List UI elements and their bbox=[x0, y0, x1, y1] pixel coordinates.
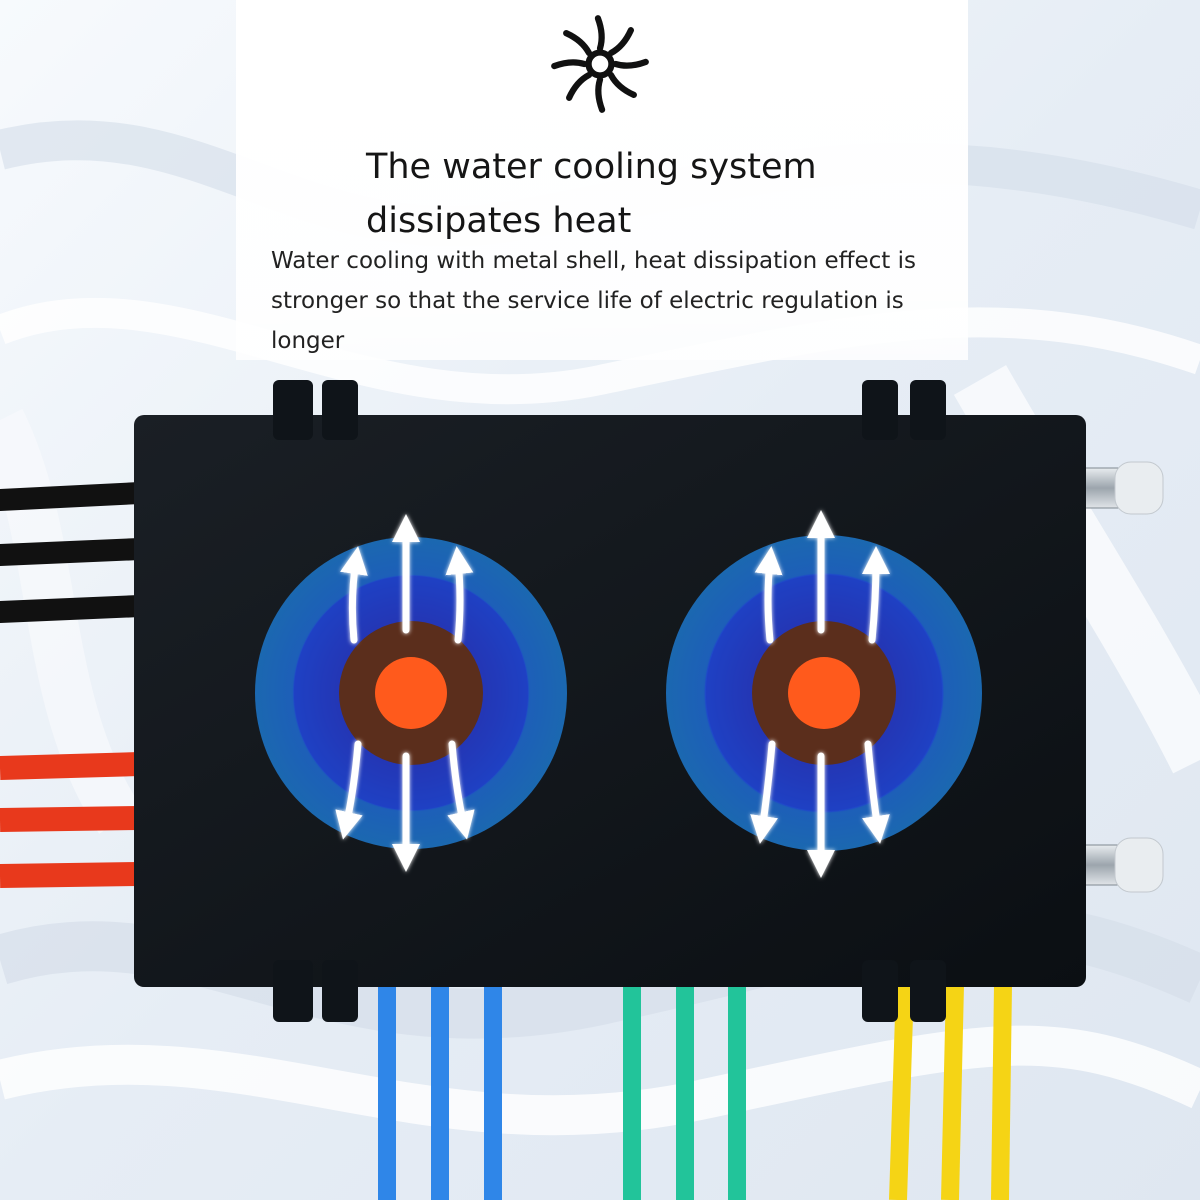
heat-zone-left bbox=[255, 537, 567, 849]
heat-zone-right bbox=[666, 535, 982, 851]
heat-core bbox=[375, 657, 447, 729]
red-wires bbox=[0, 752, 141, 888]
water-fitting-icon bbox=[1081, 461, 1164, 893]
sun-icon bbox=[551, 15, 649, 113]
text-panel bbox=[236, 0, 968, 360]
yellow-wires bbox=[889, 984, 1012, 1200]
heat-core bbox=[788, 657, 860, 729]
blue-wires bbox=[378, 985, 502, 1200]
arrow-down-icon bbox=[335, 740, 475, 872]
arrow-up-icon bbox=[340, 514, 474, 644]
arrow-down-icon bbox=[750, 740, 890, 878]
description: Water cooling with metal shell, heat dis… bbox=[271, 248, 916, 354]
black-wires bbox=[0, 482, 151, 623]
esc-device bbox=[0, 380, 1164, 1200]
headline: The water cooling system dissipates heat bbox=[366, 147, 817, 241]
arrow-up-icon bbox=[754, 510, 890, 644]
green-wires bbox=[623, 985, 746, 1200]
